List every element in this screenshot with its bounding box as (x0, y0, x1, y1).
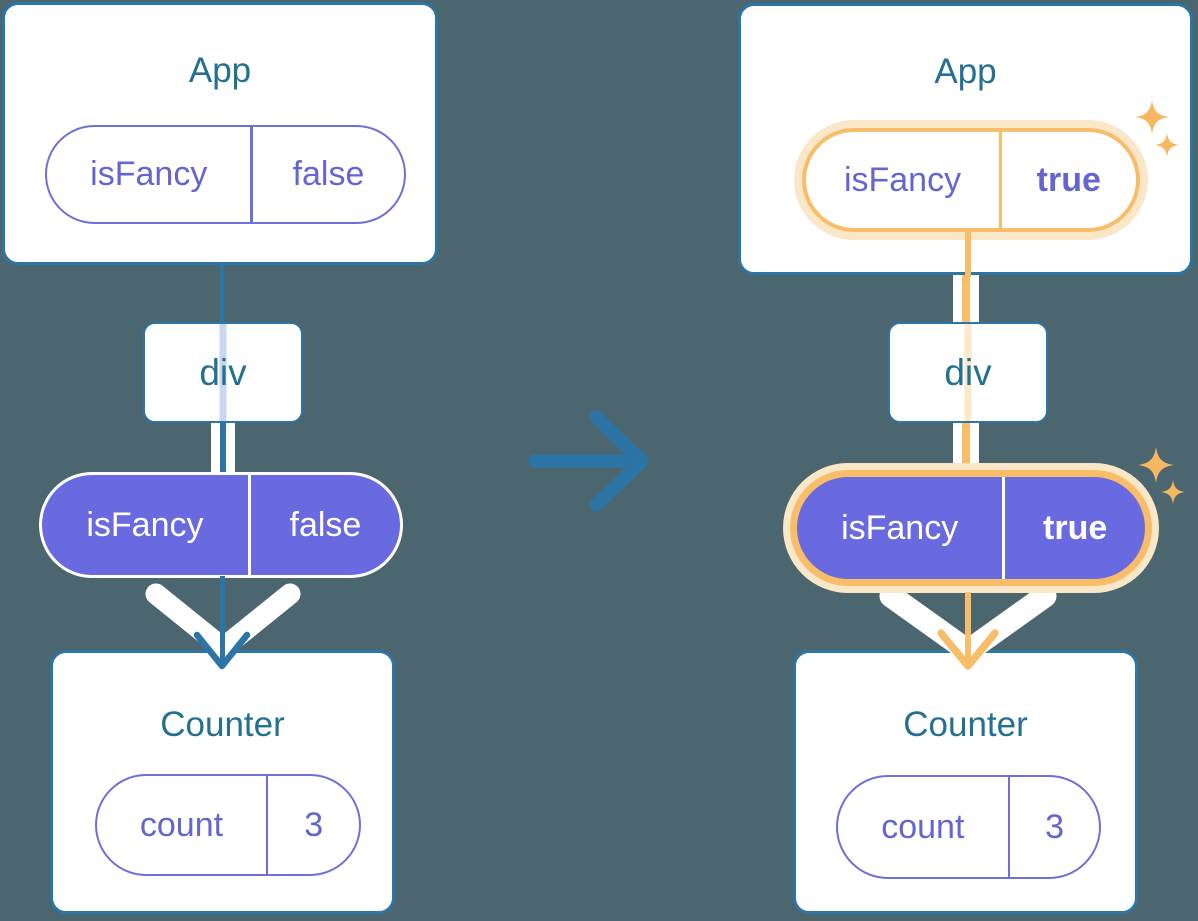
counter-state-pill-before: count 3 (95, 774, 361, 876)
div-box-before: div (143, 322, 303, 423)
div-box-after: div (888, 322, 1048, 423)
sparkle-icon (1138, 447, 1174, 483)
state-name: count (881, 807, 965, 846)
down-arrow-shaft (965, 592, 971, 660)
prop-value: true (1036, 160, 1101, 199)
pill-divider (265, 776, 269, 874)
prop-pipe-after-bottom (953, 421, 979, 467)
pill-divider (250, 127, 253, 222)
pill-divider (1002, 477, 1006, 579)
counter-state-pill-after: count 3 (836, 775, 1101, 879)
prop-name: isFancy (841, 508, 959, 547)
div-label: div (944, 351, 992, 393)
down-arrow-icon (193, 631, 251, 670)
state-value: 3 (1045, 807, 1065, 846)
prop-flow-stem (965, 230, 971, 277)
prop-pipe-after-top (953, 275, 979, 324)
prop-value: false (289, 505, 362, 544)
pass-through-line (219, 324, 227, 421)
app-card-after: App isFancy true (738, 3, 1193, 275)
prop-value: true (1043, 508, 1108, 547)
prop-pipe-before (211, 421, 235, 475)
pass-through-line (964, 324, 972, 421)
prop-name: isFancy (86, 505, 204, 544)
connector-app-div-before (220, 265, 224, 324)
prop-name: isFancy (90, 155, 208, 193)
down-arrow-shaft (220, 576, 225, 662)
down-arrow-icon (937, 629, 999, 670)
pill-divider (247, 475, 251, 575)
counter-card-after: Counter count 3 (793, 650, 1138, 914)
state-name: count (139, 805, 224, 844)
div-label: div (199, 351, 247, 393)
app-title: App (934, 52, 997, 91)
counter-title: Counter (903, 705, 1028, 744)
sparkle-icon (1161, 480, 1185, 504)
sparkle-icon (1135, 100, 1169, 134)
counter-card-before: Counter count 3 (50, 650, 395, 914)
app-prop-pill-after: isFancy true (802, 128, 1140, 232)
state-value: 3 (304, 805, 324, 844)
sparkle-icon (1155, 133, 1179, 157)
prop-value: false (292, 155, 365, 193)
passed-prop-pill-before: isFancy false (42, 475, 400, 575)
pill-divider (999, 132, 1002, 228)
pill-divider (1007, 777, 1011, 877)
passed-prop-pill-after: isFancy true (797, 477, 1145, 579)
app-prop-pill-before: isFancy false (45, 125, 406, 224)
prop-name: isFancy (843, 160, 962, 199)
app-card-before: App isFancy false (2, 2, 438, 265)
counter-title: Counter (160, 705, 285, 744)
right-arrow-icon (528, 410, 649, 512)
app-title: App (188, 51, 252, 90)
